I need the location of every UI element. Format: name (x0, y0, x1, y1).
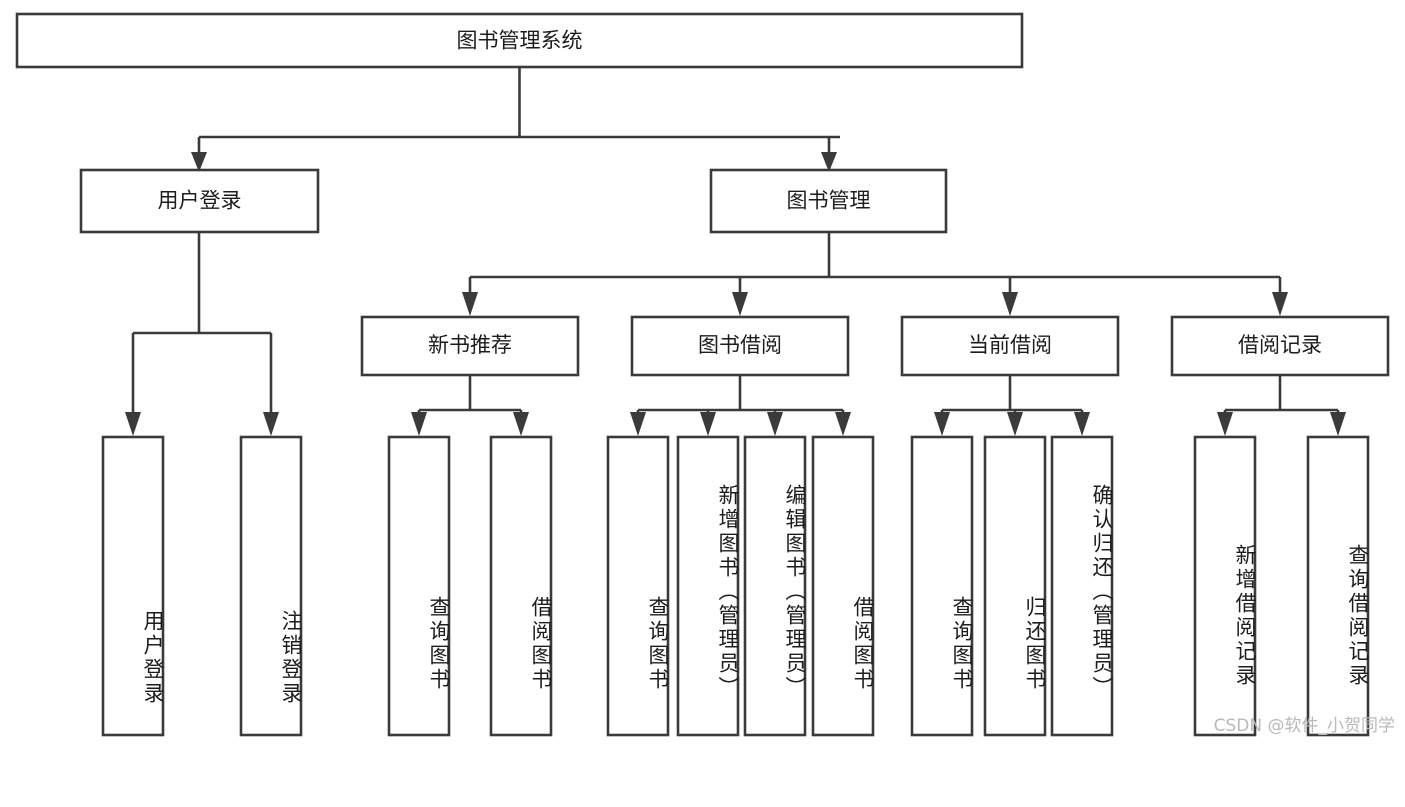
node-leaf-user-login-1[interactable] (239, 435, 303, 737)
node-borrow-record[interactable] (1170, 315, 1390, 377)
node-leaf-new-book-recommend-0[interactable] (387, 435, 451, 737)
node-book-management[interactable] (709, 168, 948, 234)
arrow-nbr-1 (513, 412, 529, 436)
arrow-ul-leaf-1 (263, 412, 279, 436)
arrow-dqjy-1 (1007, 412, 1023, 436)
hierarchy-diagram: 图书管理系统 用户登录 图书管理 新书推荐 图书借阅 当前借阅 借阅记录 (15, 12, 1395, 737)
arrow-nbr-0 (411, 412, 427, 436)
node-new-book-recommend-label: 新书推荐 (428, 333, 512, 357)
node-root-label: 图书管理系统 (457, 29, 583, 53)
node-current-borrow-label: 当前借阅 (968, 333, 1052, 357)
node-user-login[interactable] (79, 168, 320, 234)
node-leaf-new-book-recommend-1[interactable] (489, 435, 553, 737)
arrow-tsjy-3 (835, 412, 851, 436)
arrow-dqjy-0 (934, 412, 950, 436)
watermark-label: CSDN @软件_小贺同学 (1214, 716, 1395, 736)
node-root-book-management-system[interactable] (15, 12, 1024, 69)
arrow-jyjl-1 (1330, 412, 1346, 436)
node-leaf-borrow-record-1[interactable] (1306, 435, 1370, 737)
node-leaf-book-borrow-3[interactable] (811, 435, 875, 737)
node-book-borrow[interactable] (630, 315, 850, 377)
node-leaf-current-borrow-2[interactable] (1050, 435, 1114, 737)
arrow-l3-0 (462, 292, 478, 316)
node-leaf-book-borrow-2[interactable] (743, 435, 807, 737)
node-leaf-borrow-record-0[interactable] (1193, 435, 1257, 737)
node-leaf-book-borrow-1[interactable] (676, 435, 740, 737)
connector-layer (125, 67, 1346, 436)
arrow-l3-3 (1272, 292, 1288, 316)
flowchart-canvas: 图书管理系统 用户登录 图书管理 新书推荐 图书借阅 当前借阅 借阅记录 (15, 12, 1395, 737)
arrow-jyjl-0 (1217, 412, 1233, 436)
node-borrow-record-label: 借阅记录 (1238, 333, 1322, 357)
arrow-book-manage (821, 152, 837, 172)
node-leaf-current-borrow-0[interactable] (910, 435, 974, 737)
node-leaf-book-borrow-0[interactable] (606, 435, 670, 737)
node-book-borrow-label: 图书借阅 (698, 333, 782, 357)
node-new-book-recommend[interactable] (360, 315, 580, 377)
arrow-l3-2 (1002, 292, 1018, 316)
node-leaf-current-borrow-1[interactable] (983, 435, 1047, 737)
arrow-l3-1 (732, 292, 748, 316)
arrow-dqjy-2 (1074, 412, 1090, 436)
node-user-login-label: 用户登录 (158, 189, 242, 213)
arrow-user-login (191, 152, 207, 172)
node-current-borrow[interactable] (900, 315, 1120, 377)
node-leaf-user-login-0[interactable] (101, 435, 165, 737)
arrow-tsjy-1 (700, 412, 716, 436)
arrow-ul-leaf-0 (125, 412, 141, 436)
node-layer: 图书管理系统 用户登录 图书管理 新书推荐 图书借阅 当前借阅 借阅记录 (15, 12, 1390, 737)
arrow-tsjy-0 (630, 412, 646, 436)
arrow-tsjy-2 (767, 412, 783, 436)
node-book-management-label: 图书管理 (787, 189, 871, 213)
